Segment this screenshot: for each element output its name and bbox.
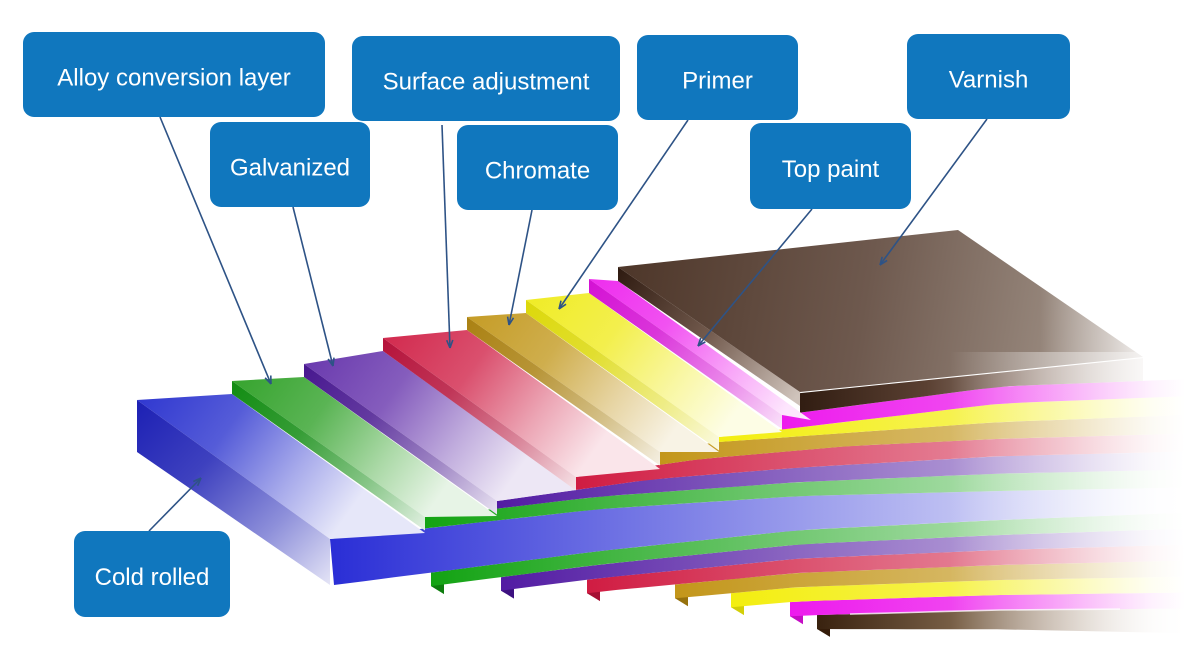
svg-text:Alloy conversion layer: Alloy conversion layer (57, 65, 290, 92)
svg-text:Cold rolled: Cold rolled (95, 564, 210, 591)
svg-text:Chromate: Chromate (485, 158, 590, 185)
svg-text:Surface adjustment: Surface adjustment (383, 69, 590, 96)
svg-text:Varnish: Varnish (949, 67, 1029, 94)
svg-text:Galvanized: Galvanized (230, 155, 350, 182)
svg-text:Primer: Primer (682, 68, 753, 95)
svg-text:Top paint: Top paint (782, 156, 880, 183)
